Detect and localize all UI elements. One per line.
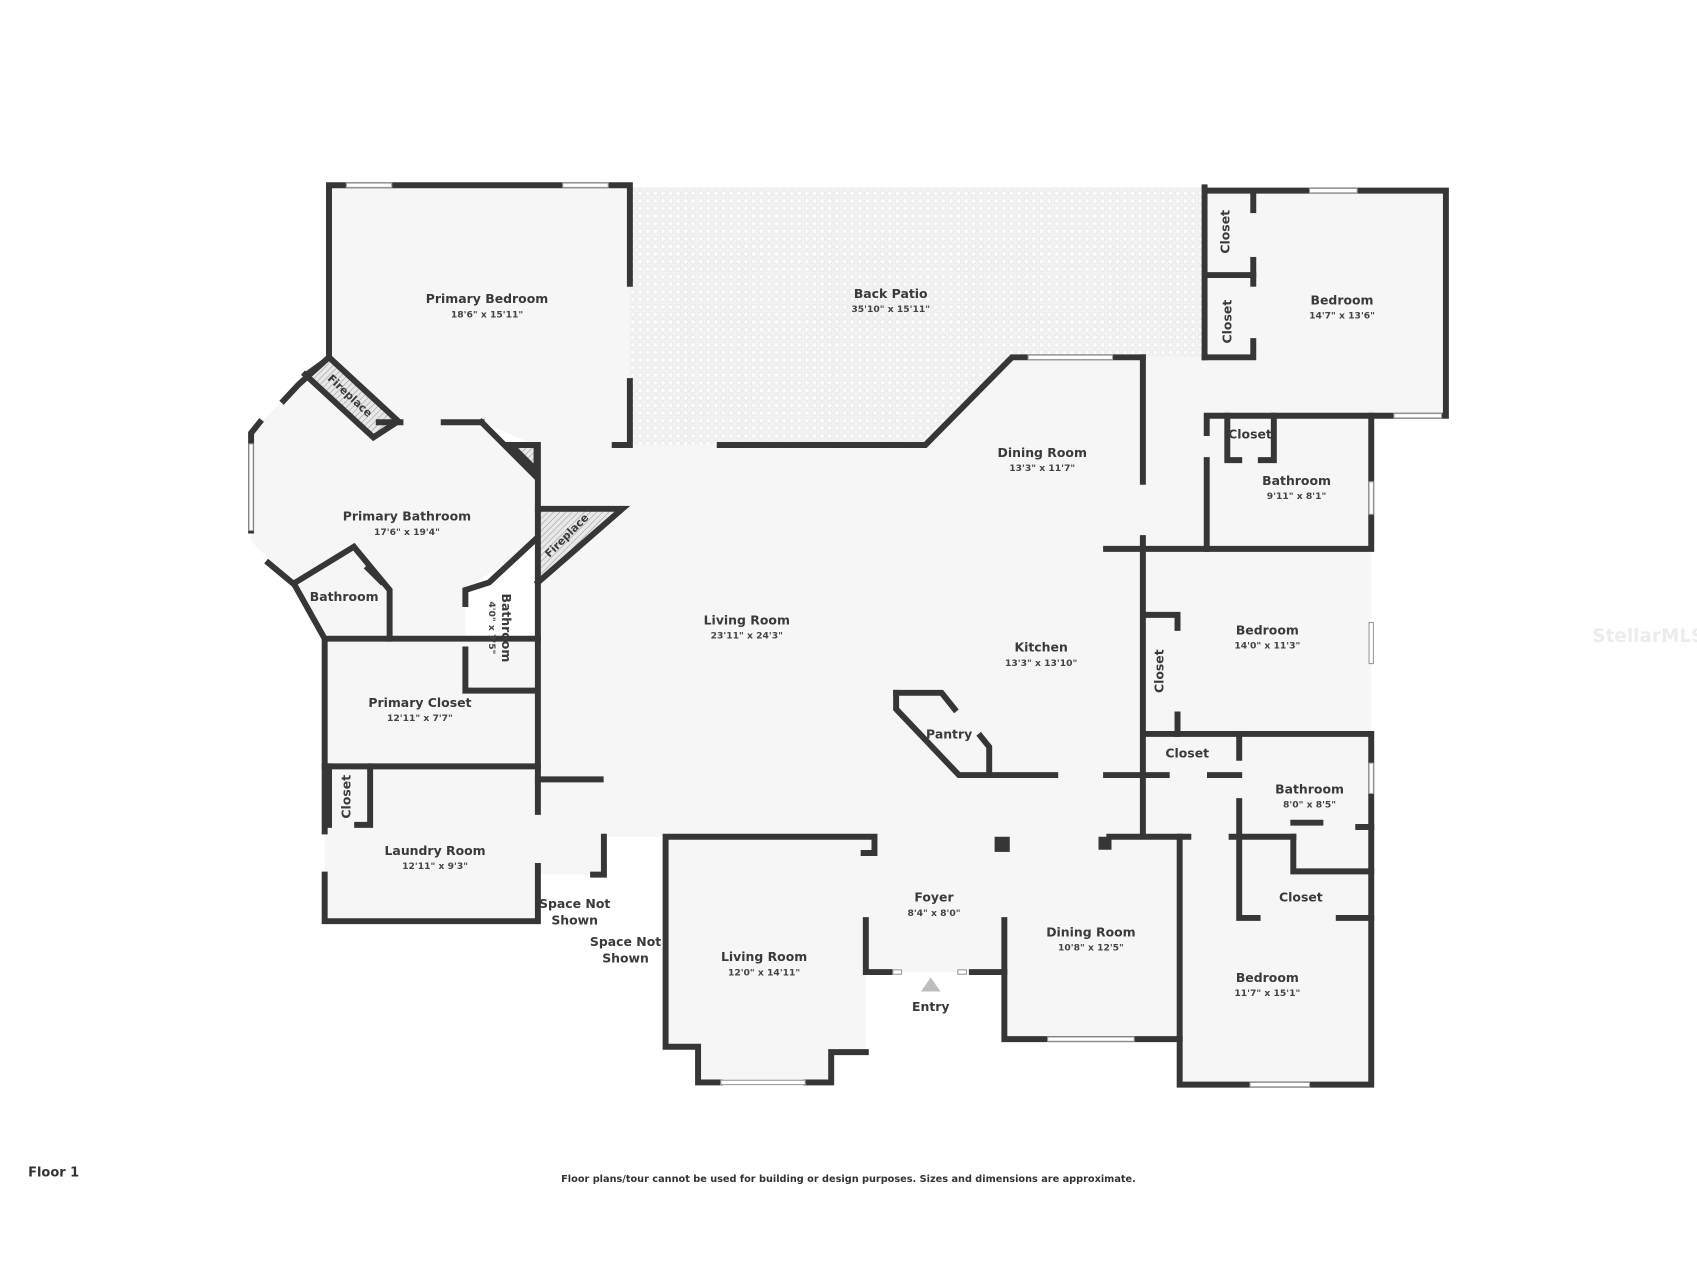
room-name: Primary Bathroom [343, 509, 471, 524]
room-name: Closet [1165, 746, 1209, 761]
entry-label: Entry [912, 999, 950, 1014]
laundry-area [324, 766, 538, 922]
column [994, 836, 1010, 852]
room-dims: 35'10" x 15'11" [851, 304, 930, 315]
room-name: Laundry Room [385, 843, 486, 858]
room-name: Bathroom [1275, 781, 1344, 796]
room-dims: 13'3" x 11'7" [1009, 463, 1075, 474]
room-name: Bedroom [1311, 292, 1374, 307]
room-label: Space Not [539, 896, 610, 911]
room-dims: 14'7" x 13'6" [1309, 310, 1375, 321]
room-dims: 23'11" x 24'3" [711, 631, 783, 642]
room-dims: 4'0" x 7'5" [486, 601, 497, 654]
bedroom-ne-area [1206, 190, 1446, 416]
room-label: Shown [602, 950, 649, 965]
room-dims: 18'6" x 15'11" [451, 309, 523, 320]
floor-label: Floor 1 [28, 1166, 79, 1181]
room-fills [251, 185, 1446, 1085]
room-dims: 17'6" x 19'4" [374, 527, 440, 538]
room-label: Shown [551, 912, 598, 927]
room-dims: 12'0" x 14'11" [728, 967, 800, 978]
room-dims: 8'0" x 8'5" [1283, 800, 1336, 811]
room-name: Kitchen [1014, 640, 1067, 655]
bathroom-ne-area [1206, 415, 1372, 549]
main-living-area [535, 357, 1207, 1042]
room-name: Bedroom [1236, 970, 1299, 985]
entry-arrow-icon [921, 977, 941, 992]
room-name: Foyer [914, 890, 954, 905]
room-dims: 9'11" x 8'1" [1267, 491, 1327, 502]
windows [248, 182, 1443, 1088]
room-name: Living Room [721, 949, 807, 964]
room-name: Closet [1217, 210, 1232, 254]
room-name: Closet [1220, 300, 1235, 344]
room-name: Pantry [926, 726, 972, 741]
bedroom-e-area [1142, 548, 1372, 734]
room-name: Bathroom [1262, 473, 1331, 488]
room-dims: 12'11" x 7'7" [387, 713, 453, 724]
room-name: Closet [1228, 426, 1272, 441]
room-name: Primary Bedroom [426, 291, 548, 306]
watermark-logo: StellarMLS [1592, 626, 1697, 647]
room-name: Living Room [704, 613, 790, 628]
room-name: Bathroom [499, 593, 514, 662]
room-name: Back Patio [854, 286, 928, 301]
room-dims: 11'7" x 15'1" [1234, 988, 1300, 999]
room-name: Bedroom [1236, 622, 1299, 637]
primary-bedroom-area [329, 185, 630, 445]
walls [248, 182, 1449, 1088]
room-name: Closet [1279, 890, 1323, 905]
room-dims: 13'3" x 13'10" [1005, 658, 1077, 669]
room-dims: 14'0" x 11'3" [1234, 640, 1300, 651]
room-dims: 10'8" x 12'5" [1058, 942, 1124, 953]
room-name: Dining Room [1046, 924, 1135, 939]
room-name: Closet [339, 775, 354, 819]
back-patio-area [629, 187, 1205, 445]
room-name: Closet [1151, 649, 1166, 693]
primary-closet-area [324, 638, 538, 769]
room-dims: 8'4" x 8'0" [907, 908, 960, 919]
column [1098, 836, 1112, 850]
disclaimer: Floor plans/tour cannot be used for buil… [561, 1174, 1136, 1185]
bedroom-se-area [1179, 836, 1372, 1085]
room-name: Bathroom [310, 589, 379, 604]
room-name: Dining Room [998, 445, 1087, 460]
room-label: Space Not [590, 934, 661, 949]
room-dims: 12'11" x 9'3" [402, 861, 468, 872]
room-name: Primary Closet [368, 695, 471, 710]
living-room-s-area [665, 836, 875, 1083]
